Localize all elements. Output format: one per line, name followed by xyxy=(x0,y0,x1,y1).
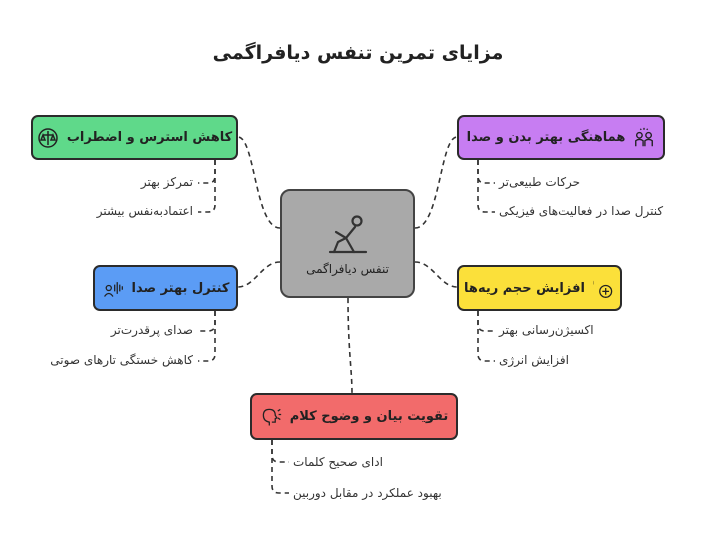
balance-scale-icon xyxy=(37,127,59,149)
speaker-waves-icon xyxy=(102,277,124,299)
node-speech-label: تقویت بیان و وضوح کلام xyxy=(289,409,449,424)
connector-speech xyxy=(347,297,353,394)
node-sync: هماهنگی بهتر بدن و صدا xyxy=(457,115,665,160)
node-voice: کنترل بهتر صدا xyxy=(93,265,238,311)
sub-stress-2: اعتمادبه‌نفس بیشتر xyxy=(96,204,193,218)
center-node: تنفس دیافراگمی xyxy=(280,189,415,298)
people-sound-icon xyxy=(633,127,655,149)
sub-stress-1: تمرکز بهتر xyxy=(140,175,193,189)
sub-lung-2: افزایش انرژی xyxy=(499,353,569,367)
node-stress: کاهش استرس و اضطراب xyxy=(31,115,238,160)
sub-voice-2: کاهش خستگی تارهای صوتی xyxy=(50,353,193,367)
node-voice-label: کنترل بهتر صدا xyxy=(131,280,230,296)
lung-rh-icon: Rh xyxy=(593,277,615,299)
node-sync-label: هماهنگی بهتر بدن و صدا xyxy=(466,130,626,145)
node-lung-label: افزایش حجم ریه‌ها xyxy=(464,280,585,296)
sub-sync-2: کنترل صدا در فعالیت‌های فیزیکی xyxy=(499,204,664,218)
sub-speech-1: ادای صحیح کلمات xyxy=(293,455,383,469)
sub-lung-1: اکسیژن‌رسانی بهتر xyxy=(499,323,594,337)
connector-sync xyxy=(414,136,458,229)
connector-lung xyxy=(414,261,458,288)
center-label: تنفس دیافراگمی xyxy=(306,261,389,276)
diagram-title: مزایای تمرین تنفس دیافراگمی xyxy=(212,42,504,64)
speaking-head-icon xyxy=(260,406,282,428)
node-speech: تقویت بیان و وضوح کلام xyxy=(250,393,458,440)
sub-speech-2: بهبود عملکرد در مقابل دوربین xyxy=(293,486,442,500)
sub-voice-1: صدای پرقدرت‌تر xyxy=(110,323,193,337)
sub-sync-1: حرکات طبیعی‌تر xyxy=(499,175,581,189)
connector-stress xyxy=(237,136,281,229)
svg-text:Rh: Rh xyxy=(593,278,594,287)
node-stress-label: کاهش استرس و اضطراب xyxy=(66,130,233,145)
stretching-person-icon xyxy=(328,214,367,253)
connector-voice xyxy=(237,261,281,288)
node-lung: Rh افزایش حجم ریه‌ها xyxy=(457,265,622,311)
